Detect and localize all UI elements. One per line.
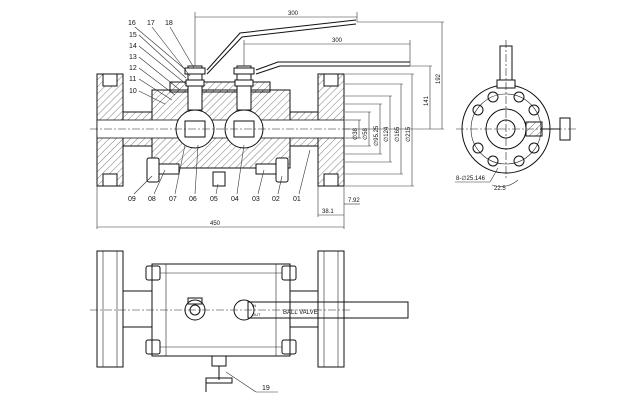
label-18: 18	[165, 20, 173, 27]
label-12: 12	[129, 65, 137, 72]
label-19: 19	[262, 385, 270, 392]
bottom-dimensions: 450 38.1 7.92	[96, 186, 360, 229]
lever-handle-2	[255, 61, 410, 71]
section-view	[90, 19, 410, 187]
front-right-flange	[317, 250, 345, 368]
top-dimensions: 300 300	[194, 11, 411, 66]
label-01: 01	[293, 196, 301, 203]
label-03: 03	[252, 196, 260, 203]
label-02: 02	[272, 196, 280, 203]
label-05: 05	[210, 196, 218, 203]
bottom-labels: 09 08 07 06 05 04 03 02 01	[128, 144, 311, 203]
label-06: 06	[189, 196, 197, 203]
label-11: 11	[129, 76, 136, 83]
dim-38-1: 38.1	[322, 209, 334, 215]
lever-handle-1	[206, 19, 357, 71]
dim-7-92: 7.92	[348, 198, 360, 204]
vertical-diameters: ∅38 ∅58 ∅95.25 ∅124 ∅165 ∅215	[345, 73, 414, 187]
dim-8-holes: 8-∅25.146	[456, 175, 486, 182]
label-08: 08	[148, 196, 156, 203]
dim-d165: ∅165	[394, 126, 401, 142]
dim-22-5: 22.5	[494, 186, 506, 192]
side-view: 8-∅25.146 22.5	[455, 40, 578, 192]
dim-top-300-a: 300	[288, 11, 299, 17]
dim-d95: ∅95.25	[373, 125, 380, 146]
plate-mark-out: OUT	[252, 312, 261, 317]
height-dimensions: 141 192	[345, 21, 444, 130]
dim-d124: ∅124	[383, 126, 390, 142]
label-04: 04	[231, 196, 239, 203]
label-14: 14	[129, 43, 137, 50]
front-view: BALL VALVE IN OUT 19	[90, 250, 409, 393]
label-16: 16	[128, 20, 136, 27]
plate-mark-in: IN	[252, 303, 256, 308]
drain-plug	[212, 171, 226, 187]
dim-d215: ∅215	[405, 126, 412, 142]
label-13: 13	[129, 54, 137, 61]
label-07: 07	[169, 196, 177, 203]
dim-141: 141	[424, 95, 430, 106]
front-left-flange	[96, 250, 124, 368]
left-labels: 15 14 13 12 11 10	[129, 32, 187, 105]
dim-d58: ∅58	[362, 127, 369, 140]
label-09: 09	[128, 196, 136, 203]
label-15: 15	[129, 32, 137, 39]
dim-192: 192	[436, 73, 442, 84]
dim-d38: ∅38	[352, 127, 359, 140]
dim-top-300-b: 300	[332, 38, 343, 44]
front-drain	[211, 355, 227, 367]
label-10: 10	[129, 88, 137, 95]
dim-450: 450	[210, 221, 221, 227]
plate-text: BALL VALVE	[283, 310, 318, 316]
label-17: 17	[147, 20, 155, 27]
top-labels: 16 17 18	[128, 20, 195, 77]
